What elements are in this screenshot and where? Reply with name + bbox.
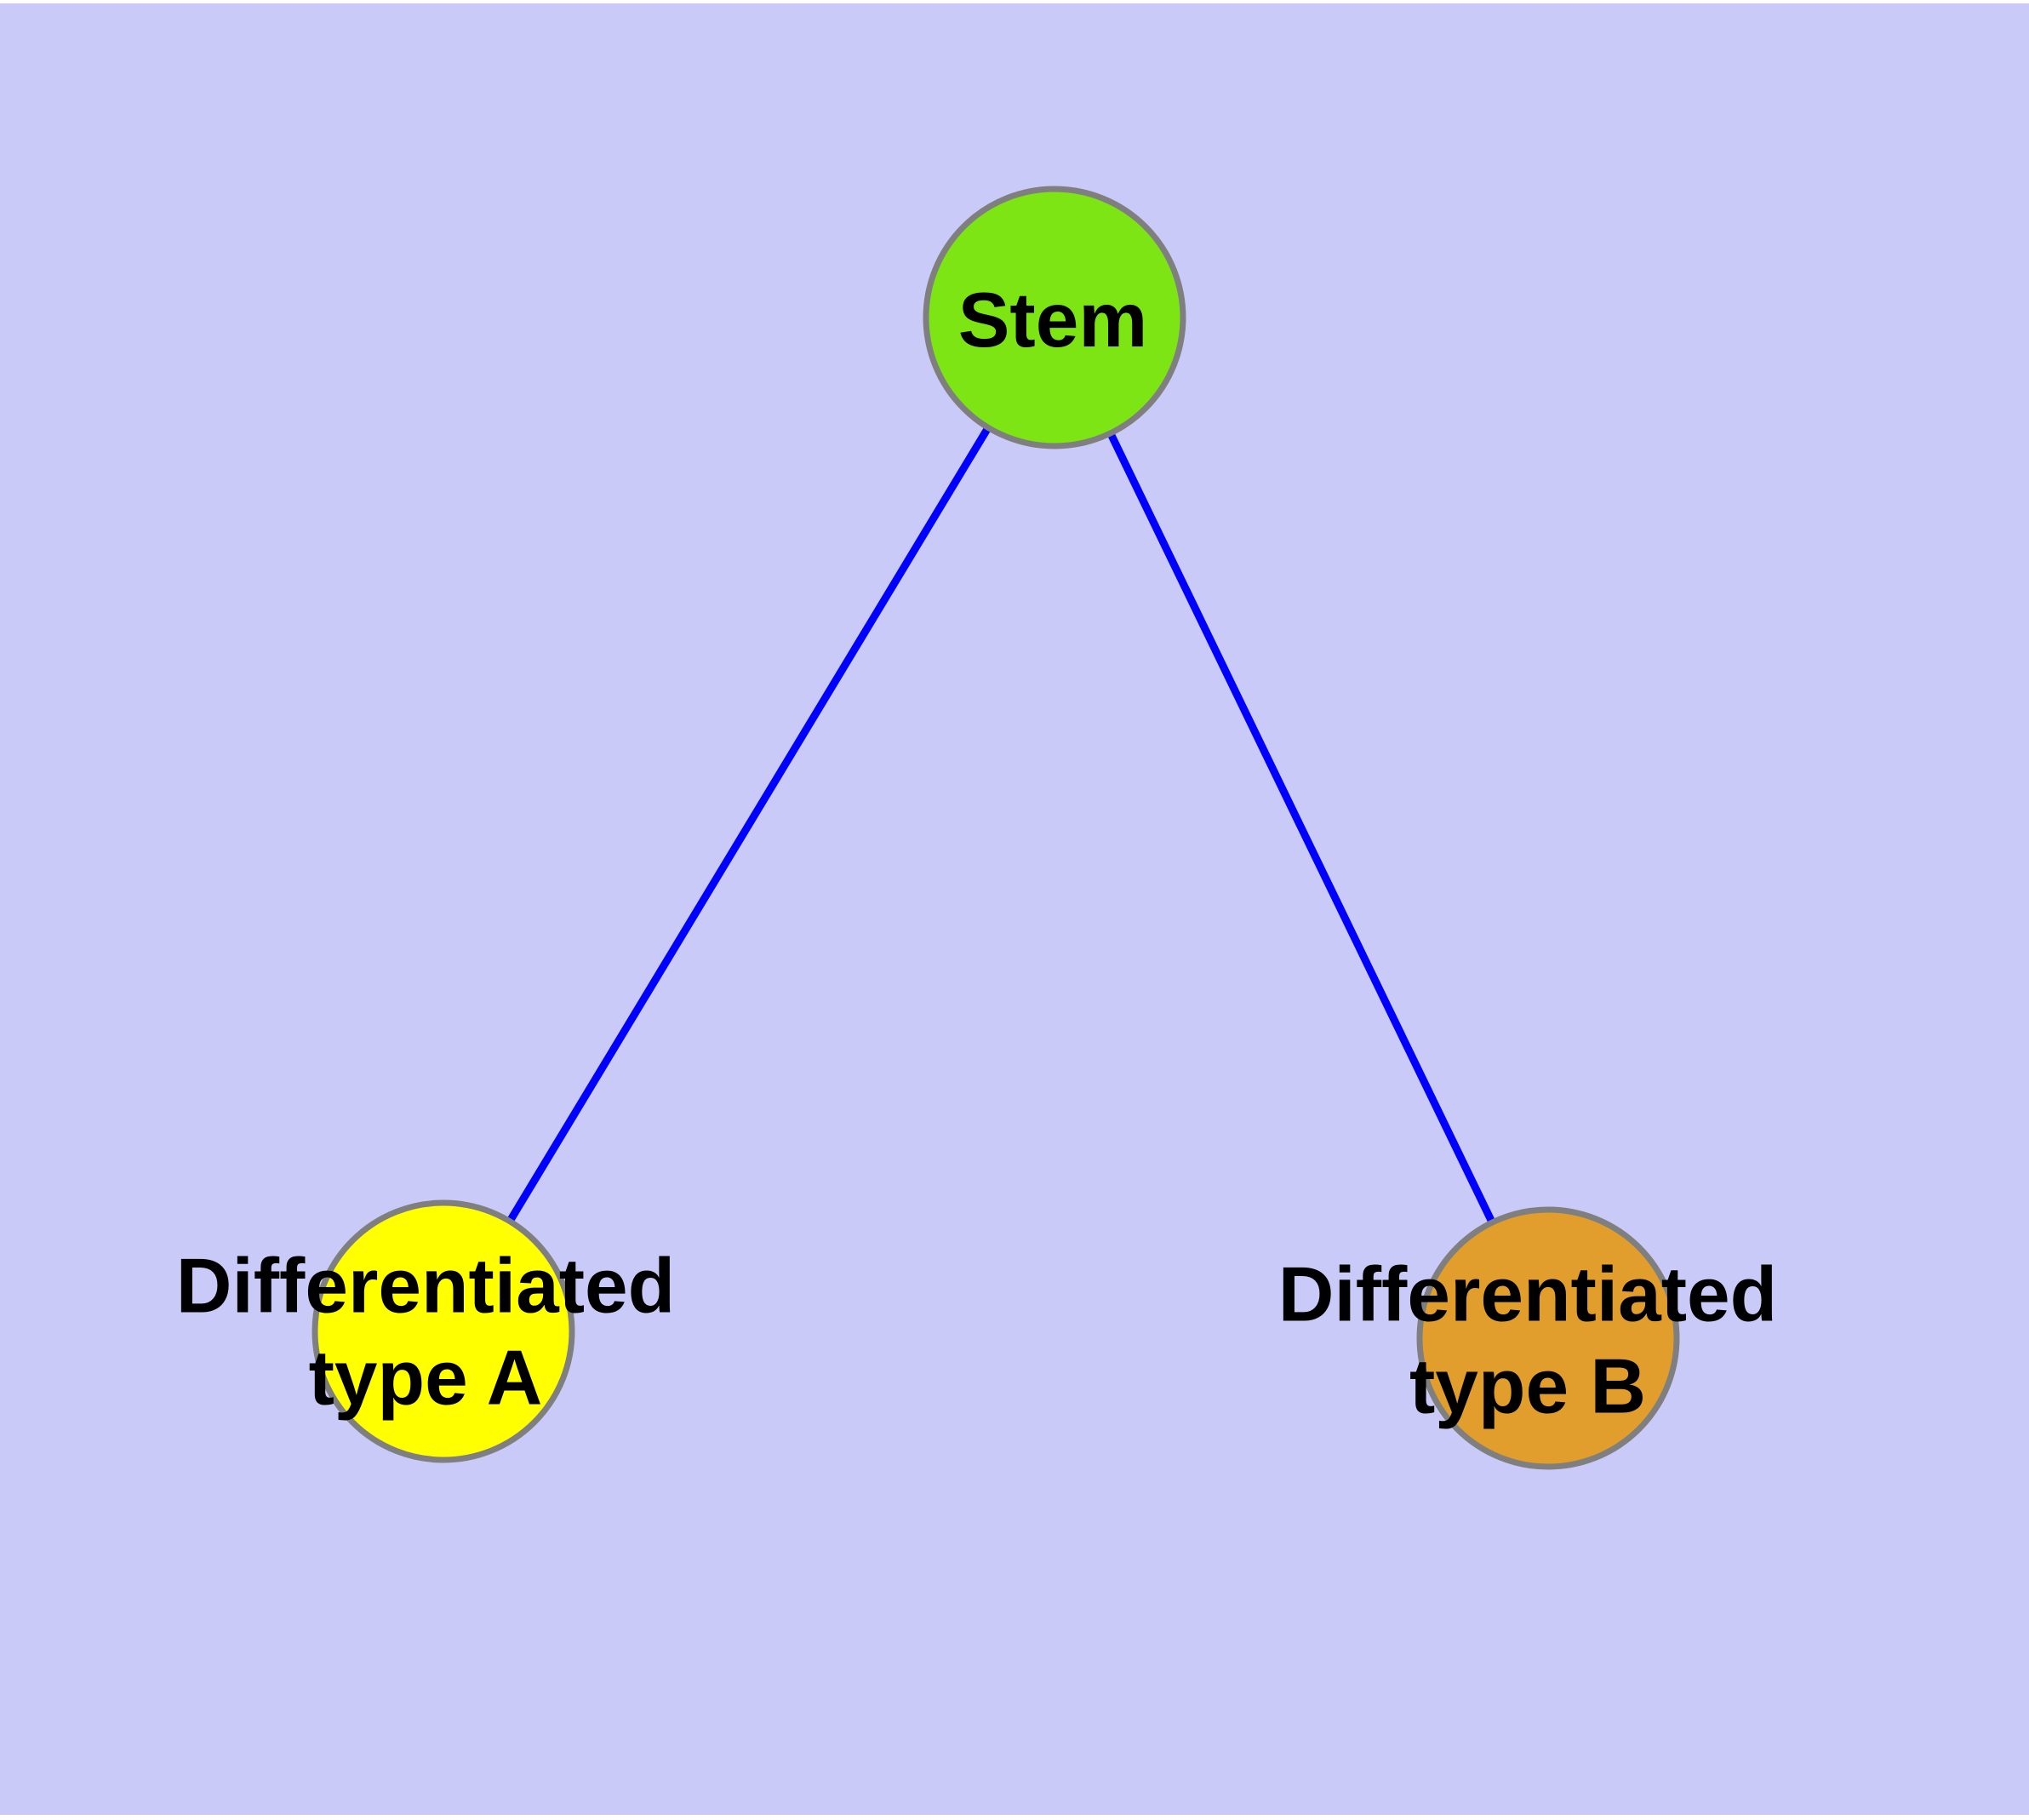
edge-stem-to-type-a	[440, 315, 1058, 1334]
node-type-a[interactable]	[311, 1199, 575, 1463]
node-stem[interactable]	[923, 186, 1186, 449]
node-type-b[interactable]	[1416, 1206, 1680, 1470]
edge-stem-to-type-b	[1050, 316, 1552, 1340]
